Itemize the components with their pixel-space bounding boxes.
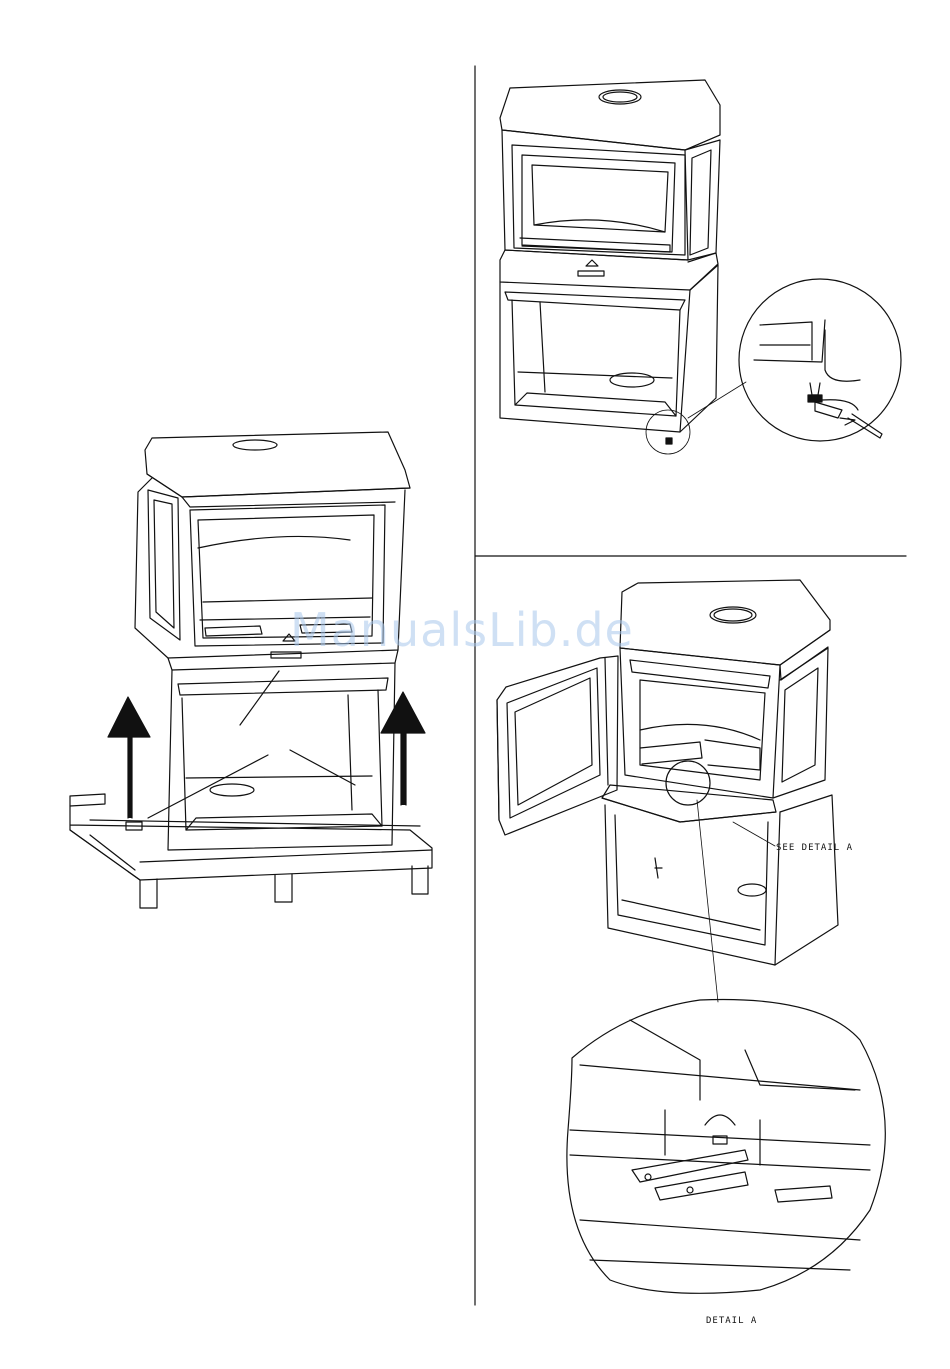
watermark: ManualsLib.de — [290, 603, 634, 657]
detail-caption: DETAIL A — [706, 1316, 757, 1326]
lift-arrow-right — [381, 692, 425, 805]
stove-on-pallet-illustration — [70, 432, 432, 908]
stove-door-open-illustration — [497, 580, 885, 1293]
lift-arrow-left — [108, 697, 150, 818]
stove-leveling-illustration — [500, 80, 901, 454]
see-detail-label: SEE DETAIL A — [776, 843, 853, 853]
